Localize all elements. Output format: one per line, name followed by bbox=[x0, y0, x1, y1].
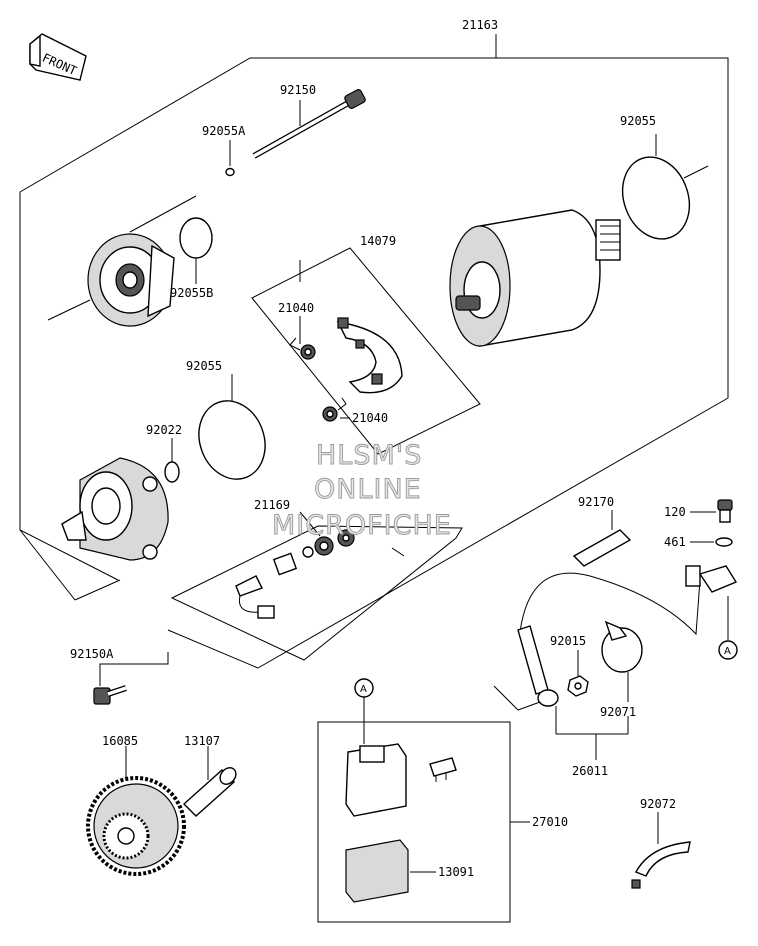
label-26011: 26011 bbox=[572, 764, 608, 778]
end-cover bbox=[47, 195, 197, 327]
brush-lower bbox=[322, 397, 350, 422]
watermark-line2: ONLINE bbox=[314, 474, 422, 505]
left-o-ring bbox=[198, 374, 266, 480]
watermark-line3: MICROFICHE bbox=[272, 510, 452, 541]
band bbox=[631, 812, 691, 889]
cable-bracket bbox=[555, 706, 629, 760]
watermark-line1: HLSM'S bbox=[316, 440, 422, 471]
assembly-outline bbox=[19, 34, 729, 669]
callout-cable-end: A bbox=[718, 596, 738, 660]
right-o-ring bbox=[621, 134, 691, 240]
label-13107: 13107 bbox=[184, 734, 220, 748]
label-92071: 92071 bbox=[600, 705, 636, 719]
cover-o-ring bbox=[179, 217, 213, 284]
label-92055b: 92055B bbox=[170, 286, 213, 300]
label-21040-upper: 21040 bbox=[278, 301, 314, 315]
label-92055-right: 92055 bbox=[620, 114, 656, 128]
bolt-92150a bbox=[93, 652, 169, 705]
brush-holder-plate bbox=[336, 317, 403, 394]
front-arrow-badge: FRONT bbox=[29, 33, 87, 81]
screw-120 bbox=[690, 499, 733, 523]
label-13091: 13091 bbox=[438, 865, 474, 879]
washer bbox=[164, 438, 180, 483]
armature bbox=[449, 165, 709, 347]
relay-cover bbox=[345, 839, 436, 903]
label-92022: 92022 bbox=[146, 423, 182, 437]
label-92150: 92150 bbox=[280, 83, 316, 97]
callout-relay-connector: A bbox=[354, 678, 374, 698]
label-92072: 92072 bbox=[640, 797, 676, 811]
label-92015: 92015 bbox=[550, 634, 586, 648]
front-housing bbox=[61, 457, 169, 561]
terminal-box bbox=[170, 525, 463, 661]
starter-cable bbox=[493, 565, 738, 711]
label-14079: 14079 bbox=[360, 234, 396, 248]
callout-cable-end-label: A bbox=[724, 646, 731, 657]
washer-461 bbox=[690, 537, 733, 547]
label-461: 461 bbox=[664, 535, 686, 549]
relay bbox=[345, 696, 407, 817]
watermark: HLSM'S ONLINE MICROFICHE bbox=[272, 440, 452, 542]
label-92170: 92170 bbox=[578, 495, 614, 509]
label-92055-left: 92055 bbox=[186, 359, 222, 373]
label-21169: 21169 bbox=[254, 498, 290, 512]
label-92055a: 92055A bbox=[202, 124, 246, 138]
label-120: 120 bbox=[664, 505, 686, 519]
label-16085: 16085 bbox=[102, 734, 138, 748]
terminal-parts bbox=[235, 511, 405, 619]
label-92150a: 92150A bbox=[70, 647, 114, 661]
nut bbox=[567, 650, 589, 697]
through-bolt bbox=[252, 89, 366, 159]
label-21163: 21163 bbox=[462, 18, 498, 32]
shaft bbox=[182, 746, 237, 817]
label-21040-lower: 21040 bbox=[352, 411, 388, 425]
cap-strip bbox=[572, 510, 632, 567]
callout-relay-connector-label: A bbox=[360, 684, 367, 695]
brush-upper bbox=[289, 316, 316, 360]
idle-gear bbox=[86, 746, 186, 876]
small-o-ring bbox=[225, 140, 235, 177]
fuse bbox=[429, 757, 457, 782]
label-27010: 27010 bbox=[532, 815, 568, 829]
brush-holder-box bbox=[251, 247, 481, 455]
